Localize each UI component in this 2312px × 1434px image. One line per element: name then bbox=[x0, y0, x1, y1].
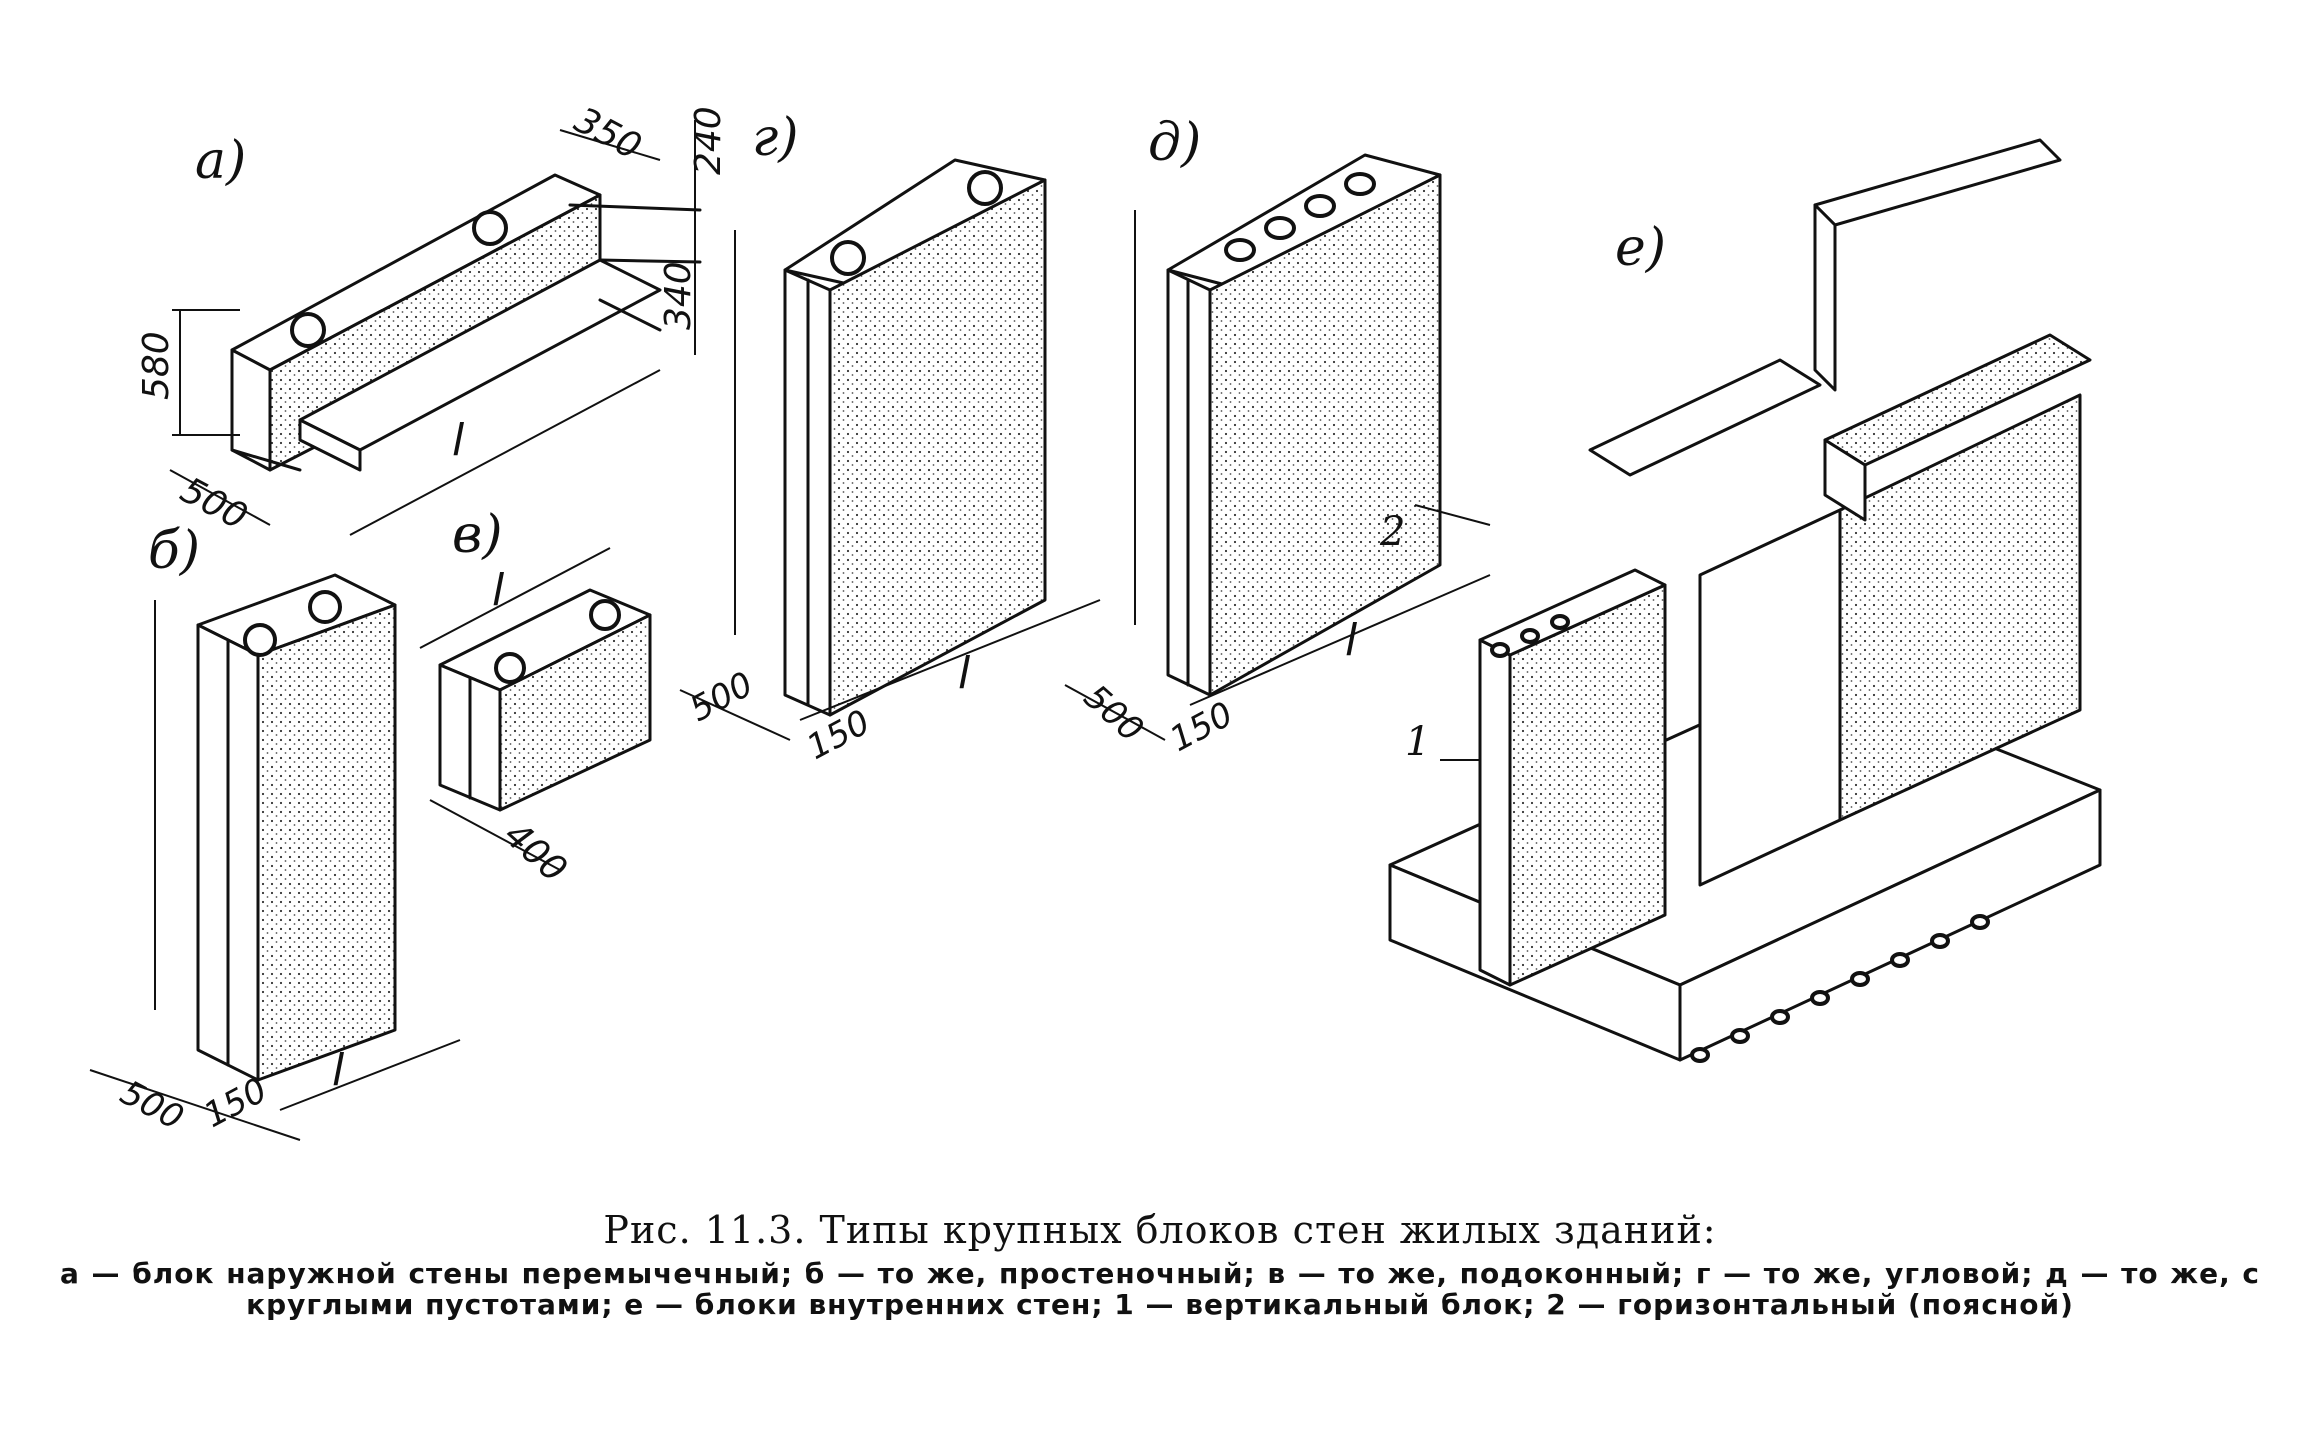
dimension-lines-d bbox=[1064, 210, 1491, 741]
panel-label-a: а) bbox=[195, 131, 246, 191]
dim-150-g: 150 bbox=[800, 702, 876, 768]
figure-drawing: а) 580 500 350 240 340 l б) 500 150 l в)… bbox=[89, 100, 2102, 1141]
dim-240: 240 bbox=[688, 106, 729, 175]
dim-400: 400 bbox=[496, 814, 575, 890]
figure-caption: Рис. 11.3. Типы крупных блоков стен жилы… bbox=[60, 1208, 2260, 1320]
dim-340: 340 bbox=[658, 261, 699, 330]
dim-l-g: l bbox=[958, 648, 971, 699]
caption-title: Рис. 11.3. Типы крупных блоков стен жилы… bbox=[603, 1208, 1717, 1252]
block-g-corner bbox=[783, 158, 1047, 717]
callout-1: 1 bbox=[1405, 719, 1430, 765]
panel-label-e: е) bbox=[1615, 218, 1666, 278]
dim-580: 580 bbox=[136, 331, 177, 400]
dimension-lines-b bbox=[89, 600, 461, 1141]
block-d-hollow bbox=[1166, 153, 1442, 697]
dim-150-d: 150 bbox=[1163, 694, 1239, 760]
dim-l-d: l bbox=[1345, 615, 1358, 666]
dim-l-b: l bbox=[332, 1045, 345, 1096]
dim-350: 350 bbox=[568, 100, 648, 168]
callout-2: 2 bbox=[1379, 509, 1405, 555]
block-a-lintel bbox=[230, 173, 702, 472]
dim-l-v: l bbox=[492, 565, 505, 616]
dimension-lines-g bbox=[679, 230, 1101, 741]
dimension-lines-a bbox=[169, 120, 696, 536]
panel-label-g: г) bbox=[752, 108, 799, 168]
panel-label-b: б) bbox=[148, 521, 200, 581]
dimension-lines-v bbox=[419, 547, 611, 871]
caption-body: а — блок наружной стены перемычечный; б … bbox=[60, 1257, 2260, 1321]
panel-label-v: в) bbox=[452, 505, 503, 565]
panel-label-d: д) bbox=[1148, 113, 1201, 173]
dim-500-d: 500 bbox=[1076, 677, 1151, 750]
block-v-sill bbox=[438, 588, 652, 812]
dim-l-a: l bbox=[452, 415, 465, 466]
block-b-pier bbox=[196, 573, 397, 1082]
block-e-assembly bbox=[1388, 138, 2102, 1063]
